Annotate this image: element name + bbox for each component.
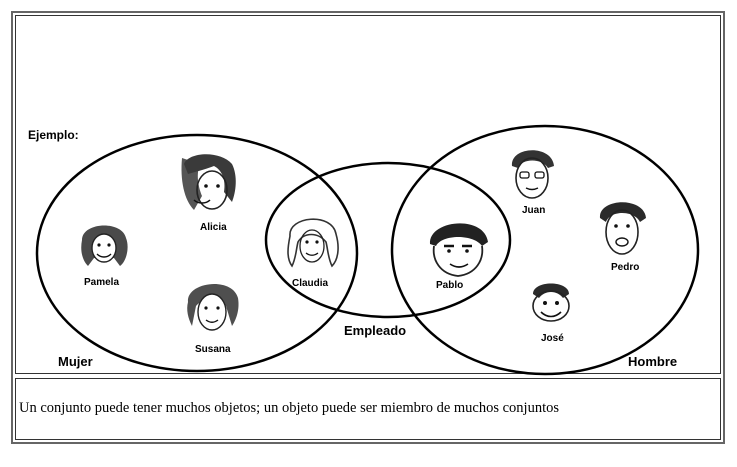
pamela-name: Pamela [84,277,119,288]
alicia-name: Alicia [200,222,227,233]
set-employee-ellipse [264,161,512,319]
set-women-label: Mujer [58,354,93,369]
jose-name: José [541,333,564,344]
pedro-name: Pedro [611,262,639,273]
susana-caricature [187,284,239,331]
pablo-name: Pablo [436,280,463,291]
alicia-caricature [181,154,236,210]
diagram-panel [15,15,721,374]
susana-name: Susana [195,344,231,355]
set-employee-label: Empleado [344,323,406,338]
juan-caricature [511,150,554,199]
pedro-caricature [599,202,646,255]
set-women-ellipse [35,133,359,373]
claudia-name: Claudia [292,278,329,289]
caption-text: Un conjunto puede tener muchos objetos; … [19,400,560,416]
set-men-ellipse [390,124,700,376]
pamela-caricature [81,225,128,266]
claudia-caricature [287,218,339,268]
jose-caricature [532,283,570,322]
example-label: Ejemplo: [28,128,79,142]
outer-frame [11,11,725,444]
caption-panel [15,378,721,440]
juan-name: Juan [522,205,545,216]
pablo-caricature [429,223,488,277]
set-men-label: Hombre [628,354,677,369]
